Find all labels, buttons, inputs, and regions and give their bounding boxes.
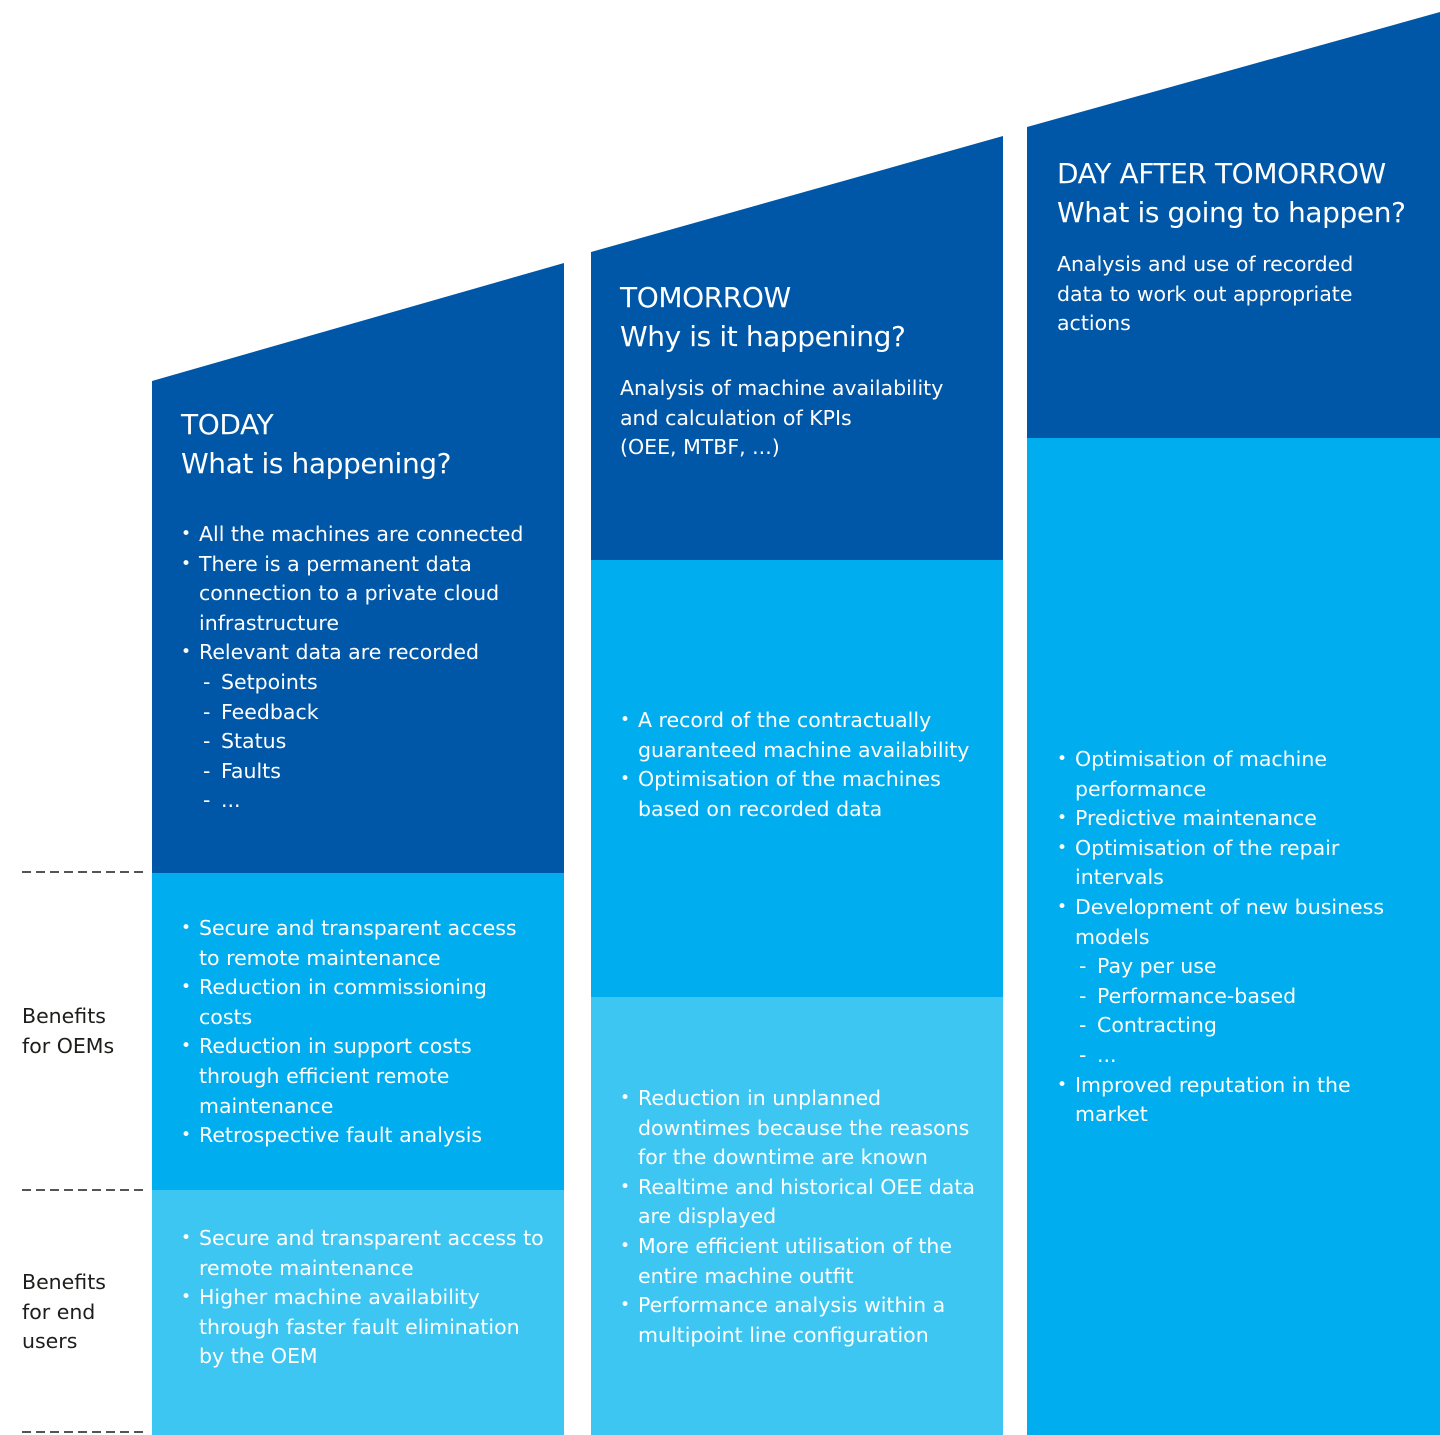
list-item: Reduction in support costs through effic… <box>181 1032 543 1121</box>
list-item: Pay per use <box>1075 952 1427 982</box>
today-enduser-benefits: Secure and transparent access to remote … <box>181 1224 551 1372</box>
tomorrow-header: TOMORROW Why is it happening? Analysis o… <box>620 278 990 463</box>
day-after-header: DAY AFTER TOMORROW What is going to happ… <box>1057 154 1427 339</box>
list-item: Setpoints <box>199 668 541 698</box>
today-features: All the machines are connected There is … <box>181 520 541 816</box>
list-item: More efficient utilisation of the entire… <box>620 1232 990 1291</box>
list-item: Relevant data are recorded Setpoints Fee… <box>181 638 541 816</box>
tomorrow-title: TOMORROW <box>620 281 791 314</box>
tomorrow-question: Why is it happening? <box>620 320 906 353</box>
list-item: Retrospective fault analysis <box>181 1121 543 1151</box>
business-models-sublist: Pay per use Performance-based Contractin… <box>1075 952 1427 1070</box>
day-after-title: DAY AFTER TOMORROW <box>1057 157 1386 190</box>
list-item: Reduction in commissioning costs <box>181 973 543 1032</box>
tomorrow-header-panel <box>591 136 1003 560</box>
recorded-data-sublist: Setpoints Feedback Status Faults ... <box>199 668 541 816</box>
today-oem-benefits: Secure and transparent access to remote … <box>181 914 543 1151</box>
list-item: Contracting <box>1075 1011 1427 1041</box>
list-item: ... <box>199 786 541 816</box>
list-item: Realtime and historical OEE data are dis… <box>620 1173 990 1232</box>
today-question: What is happening? <box>181 447 452 480</box>
list-item: Faults <box>199 757 541 787</box>
day-after-header-panel <box>1027 12 1440 438</box>
list-item: Improved reputation in the market <box>1057 1071 1427 1130</box>
day-after-description: Analysis and use of recorded data to wor… <box>1057 252 1354 336</box>
list-item: Optimisation of the machines based on re… <box>620 765 990 824</box>
list-item: Secure and transparent access to remote … <box>181 1224 551 1283</box>
list-item: Feedback <box>199 698 541 728</box>
day-after-question: What is going to happen? <box>1057 196 1406 229</box>
tomorrow-enduser-benefits: Reduction in unplanned downtimes because… <box>620 1084 990 1350</box>
list-item: All the machines are connected <box>181 520 541 550</box>
list-item: Reduction in unplanned downtimes because… <box>620 1084 990 1173</box>
label-benefits-for-oems: Benefits for OEMs <box>22 1004 115 1058</box>
list-item: Development of new business models Pay p… <box>1057 893 1427 1071</box>
tomorrow-description: Analysis of machine availability and cal… <box>620 376 944 460</box>
tomorrow-oem-benefits: A record of the contractually guaranteed… <box>620 706 990 824</box>
today-header: TODAY What is happening? <box>181 405 551 483</box>
list-item: Performance analysis within a multipoint… <box>620 1291 990 1350</box>
today-title: TODAY <box>181 408 274 441</box>
list-item: Performance-based <box>1075 982 1427 1012</box>
today-feature-list: All the machines are connected There is … <box>181 520 541 816</box>
list-item: A record of the contractually guaranteed… <box>620 706 990 765</box>
day-after-benefits: Optimisation of machine performance Pred… <box>1057 745 1427 1130</box>
list-item: Status <box>199 727 541 757</box>
list-item: Secure and transparent access to remote … <box>181 914 543 973</box>
list-item: ... <box>1075 1041 1427 1071</box>
list-item: There is a permanent data connection to … <box>181 550 541 639</box>
list-item: Predictive maintenance <box>1057 804 1427 834</box>
label-benefits-for-end-users: Benefits for end users <box>22 1270 106 1354</box>
list-item: Higher machine availability through fast… <box>181 1283 551 1372</box>
list-item: Optimisation of machine performance <box>1057 745 1427 804</box>
list-item: Optimisation of the repair intervals <box>1057 834 1427 893</box>
